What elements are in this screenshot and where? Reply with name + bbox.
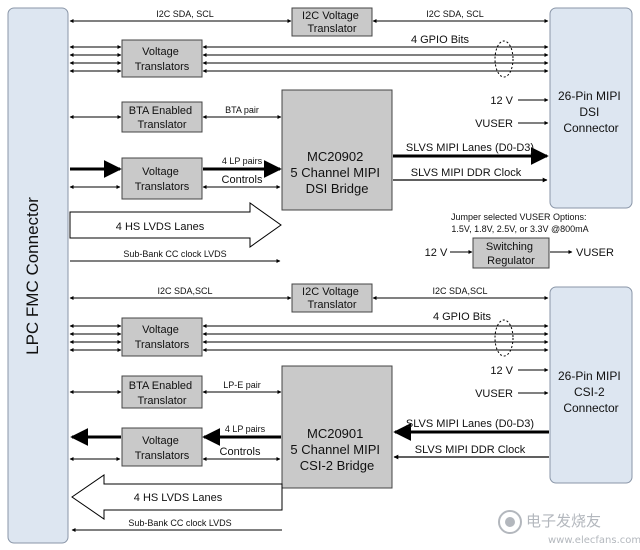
dsi-hs-lanes-arrow (69, 202, 282, 248)
dsi-subbank-label: Sub-Bank CC clock LVDS (123, 249, 226, 259)
csi-bridge-label: MC20901 5 Channel MIPI CSI-2 Bridge (290, 426, 383, 473)
csi-lp-translator-box (121, 427, 203, 467)
dsi-slvs-lanes-label: SLVS MIPI Lanes (D0-D3) (406, 142, 534, 154)
csi-connector-label: 26-Pin MIPI CSI-2 Connector (558, 369, 624, 415)
csi-controls-label: Controls (220, 446, 261, 458)
csi-i2c-translator-box (291, 283, 373, 313)
csi-bridge-box (281, 365, 393, 489)
csi-gpio-label: 4 GPIO Bits (433, 311, 492, 323)
watermark: 电子发烧友 www.elecfans.com (498, 510, 640, 546)
dsi-i2c-translator-label: I2C Voltage Translator (302, 10, 362, 35)
dsi-bridge-label: MC20902 5 Channel MIPI DSI Bridge (290, 149, 383, 196)
dsi-i2c-translator-box (291, 7, 373, 37)
dsi-gpio-translator-box (121, 39, 203, 78)
dsi-lp-translator-box (121, 157, 203, 200)
csi-lp-pairs-label: 4 LP pairs (225, 424, 266, 434)
csi-hs-lanes-arrow (71, 474, 283, 520)
csi-slvs-clock-label: SLVS MIPI DDR Clock (415, 444, 526, 456)
fmc-connector-box (7, 7, 69, 544)
csi-hs-lanes-label: 4 HS LVDS Lanes (134, 492, 223, 504)
dsi-i2c-left-label: I2C SDA, SCL (156, 9, 214, 19)
csi-lp-translator-label: Voltage Translators (135, 435, 190, 462)
dsi-connector-label: 26-Pin MIPI DSI Connector (558, 89, 624, 135)
csi-bta-pair-label: LP-E pair (223, 380, 261, 390)
csi-subbank-label: Sub-Bank CC clock LVDS (128, 518, 231, 528)
dsi-lp-pairs-label: 4 LP pairs (222, 156, 263, 166)
csi-connector-box (549, 286, 633, 484)
jumper-vuser-label: VUSER (576, 247, 614, 259)
csi-i2c-left-label: I2C SDA,SCL (157, 286, 212, 296)
dsi-slvs-clock-label: SLVS MIPI DDR Clock (411, 167, 522, 179)
csi-i2c-translator-label: I2C Voltage Translator (302, 286, 362, 311)
dsi-lp-translator-label: Voltage Translators (135, 166, 190, 193)
csi-i2c-right-label: I2C SDA,SCL (432, 286, 487, 296)
watermark-text: 电子发烧友 (526, 512, 601, 530)
csi-gpio-translator-box (121, 317, 203, 357)
jumper-12v-label: 12 V (425, 247, 448, 259)
csi-vuser-label: VUSER (475, 388, 513, 400)
watermark-logo-icon (498, 510, 522, 534)
dsi-hs-lanes-label: 4 HS LVDS Lanes (116, 221, 205, 233)
dsi-gpio-label: 4 GPIO Bits (411, 34, 470, 46)
watermark-url: www.elecfans.com (548, 535, 640, 546)
switching-regulator-label: Switching Regulator (486, 241, 536, 267)
dsi-bridge-box (281, 89, 393, 211)
dsi-connector-box (549, 7, 633, 209)
fmc-connector-label: LPC FMC Connector (23, 197, 42, 355)
dsi-12v-label: 12 V (490, 95, 513, 107)
csi-slvs-lanes-label: SLVS MIPI Lanes (D0-D3) (406, 418, 534, 430)
dsi-bta-label: BTA Enabled Translator (129, 105, 195, 131)
dsi-bta-box (121, 101, 203, 133)
csi-12v-label: 12 V (490, 365, 513, 377)
switching-regulator-box (472, 237, 550, 269)
csi-gpio-bundle-ellipse (494, 319, 514, 357)
dsi-i2c-right-label: I2C SDA, SCL (426, 9, 484, 19)
dsi-vuser-label: VUSER (475, 118, 513, 130)
dsi-controls-label: Controls (222, 174, 263, 186)
csi-gpio-translator-label: Voltage Translators (135, 324, 190, 351)
csi-bta-box (121, 375, 203, 409)
csi-bta-label: BTA Enabled Translator (129, 380, 195, 407)
dsi-gpio-bundle-ellipse (494, 40, 514, 78)
jumper-note: Jumper selected VUSER Options: 1.5V, 1.8… (451, 212, 589, 234)
dsi-gpio-translator-label: Voltage Translators (135, 46, 190, 73)
dsi-bta-pair-label: BTA pair (225, 105, 259, 115)
